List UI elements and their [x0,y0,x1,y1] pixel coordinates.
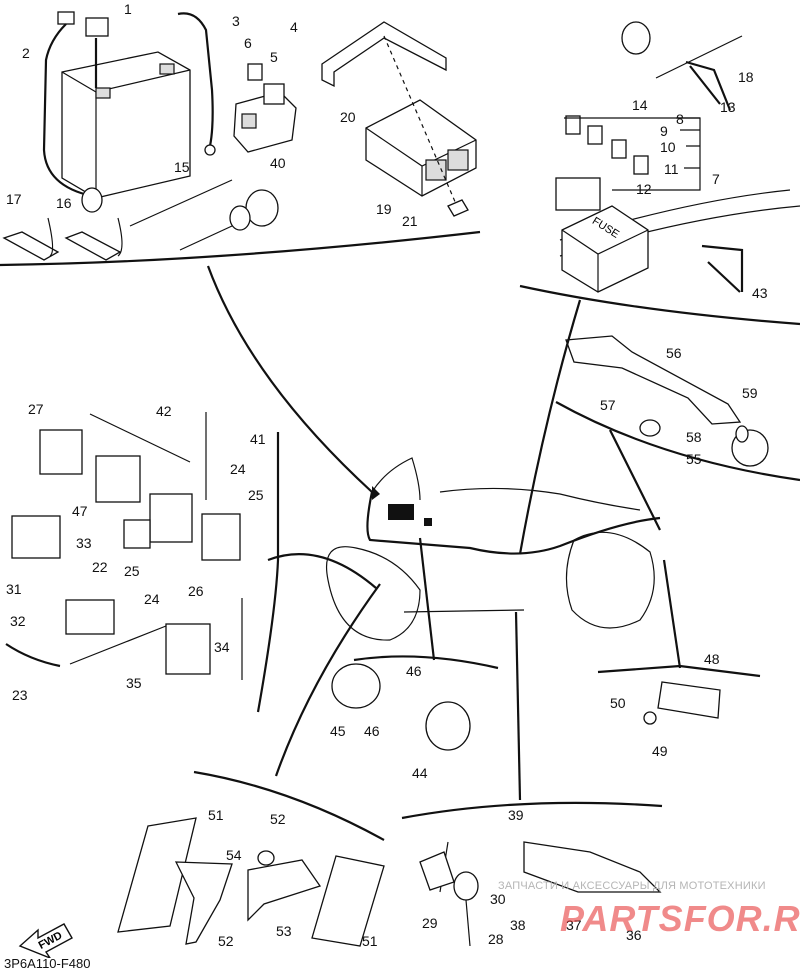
label-36: 36 [626,927,642,943]
label-27: 27 [28,401,44,417]
label-31: 31 [6,581,22,597]
label-26: 26 [188,583,204,599]
label-19: 19 [376,201,392,217]
label-6: 6 [244,35,252,51]
fuse-box: FUSE [561,205,649,293]
label-22: 22 [92,559,108,575]
label-16: 16 [56,195,72,211]
label-41: 41 [250,431,266,447]
label-12: 12 [636,181,652,197]
label-24a: 24 [230,461,246,477]
starter-relay [233,83,297,153]
diagram-code: 3P6A110-F480 [4,956,91,971]
label-24b: 24 [144,591,160,607]
dc-socket [179,189,279,251]
label-9: 9 [660,123,668,139]
label-21: 21 [402,213,418,229]
brand-watermark: PARTSFOR.RU [560,898,800,939]
label-3: 3 [232,13,240,29]
label-55: 55 [686,451,702,467]
switch-group [401,801,663,947]
label-46b: 46 [364,723,380,739]
label-47: 47 [72,503,88,519]
label-56: 56 [666,345,682,361]
label-14: 14 [632,97,648,113]
label-5: 5 [270,49,278,65]
label-28: 28 [488,931,504,947]
label-50: 50 [610,695,626,711]
label-57: 57 [600,397,616,413]
fuse-group: FUSE [519,21,800,326]
label-53: 53 [276,923,292,939]
label-11: 11 [664,161,679,177]
label-32: 32 [10,613,26,629]
label-52a: 52 [270,811,286,827]
label-25b: 25 [124,563,140,579]
cdi-unit [365,99,477,197]
label-42: 42 [156,403,172,419]
reflector-bracket-group [555,335,800,482]
label-18: 18 [738,69,754,85]
license-light-group [597,664,761,725]
label-44: 44 [412,765,428,781]
label-29: 29 [422,915,438,931]
label-13: 13 [720,99,736,115]
label-59: 59 [742,385,758,401]
label-30: 30 [490,891,506,907]
label-2: 2 [22,45,30,61]
fwd-arrow: FWD [18,916,74,963]
label-7: 7 [712,171,720,187]
motorcycle-outline [326,457,661,641]
label-43: 43 [752,285,768,301]
label-33: 33 [76,535,92,551]
label-51a: 51 [208,807,224,823]
label-37: 37 [566,917,582,933]
label-1: 1 [124,1,132,17]
label-35: 35 [126,675,142,691]
part-labels: 1 2 3 4 5 6 7 8 9 10 11 12 13 14 15 16 1… [6,1,768,949]
reflector-group [117,770,385,947]
label-58: 58 [686,429,702,445]
fwd-arrow-icon: FWD [18,923,73,960]
label-17: 17 [6,191,22,207]
label-52b: 52 [218,933,234,949]
label-54: 54 [226,847,242,863]
label-49: 49 [652,743,668,759]
label-20: 20 [340,109,356,125]
label-34: 34 [214,639,230,655]
label-10: 10 [660,139,676,155]
label-51b: 51 [362,933,378,949]
label-4: 4 [290,19,298,35]
label-23: 23 [12,687,28,703]
relay-group [5,412,280,713]
leader-lines [206,265,682,801]
label-8: 8 [676,111,684,127]
watermark-text: ЗАПЧАСТИ И АКСЕССУАРЫ ДЛЯ МОТОТЕХНИКИ [498,880,766,892]
label-40: 40 [270,155,286,171]
label-48: 48 [704,651,720,667]
label-39: 39 [508,807,524,823]
label-15: 15 [174,159,190,175]
label-45: 45 [330,723,346,739]
battery [57,11,191,199]
label-25a: 25 [248,487,264,503]
horn-group [331,655,499,751]
label-38: 38 [510,917,526,933]
label-46a: 46 [406,663,422,679]
battery-group [0,11,481,267]
cover-bracket [321,21,447,88]
